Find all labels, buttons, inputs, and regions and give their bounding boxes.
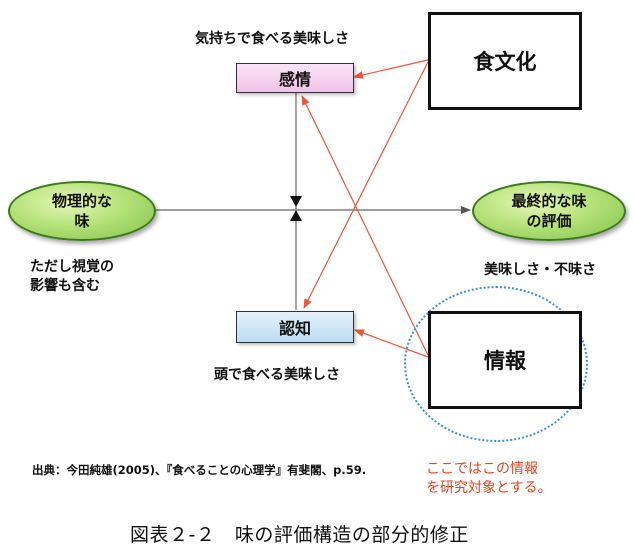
butsuri-note-line2: 影響も含む [30, 277, 100, 294]
highlight-note-line2: を研究対象とする。 [426, 479, 552, 496]
jouhou-box: 情報 [428, 311, 582, 409]
source-citation: 出典：今田純雄(2005)、『食べることの心理学』有斐閣、p.59. [32, 463, 367, 477]
shokubunka-box: 食文化 [428, 12, 582, 110]
kanjou-caption: 気持ちで食べる美味しさ [195, 31, 349, 47]
butsuri-note-line1: ただし視覚の [30, 259, 114, 275]
kanjou-box: 感情 [236, 63, 354, 93]
arrow-shokubunka-to-kanjou [353, 59, 429, 79]
ninchi-label: 認知 [278, 319, 311, 338]
butsuri-note: ただし視覚の 影響も含む [30, 258, 114, 296]
arrow-up-to-center [290, 210, 302, 221]
ninchi-caption: 頭で食べる美味しさ [214, 367, 340, 383]
arrow-jouhou-to-kanjou [301, 95, 429, 356]
saishu-ellipse: 最終的な味 の評価 [472, 181, 626, 241]
saishu-note: 美味しさ・不味さ [484, 262, 596, 278]
arrow-shokubunka-to-ninchi [303, 61, 429, 309]
figure-caption: 図表２-２ 味の評価構造の部分的修正 [130, 524, 469, 546]
highlight-note: ここではこの情報 を研究対象とする。 [426, 460, 552, 498]
shokubunka-label: 食文化 [473, 50, 537, 74]
jouhou-label: 情報 [484, 349, 526, 373]
highlight-dotted-circle [404, 286, 588, 442]
highlight-note-line1: ここではこの情報 [426, 461, 538, 477]
kanjou-label: 感情 [278, 70, 311, 89]
arrow-down-to-center [290, 196, 302, 207]
butsuri-ellipse: 物理的な 味 [8, 181, 156, 241]
saishu-line2: の評価 [526, 212, 572, 230]
ninchi-box: 認知 [236, 311, 354, 343]
saishu-line1: 最終的な味 [511, 191, 587, 210]
butsuri-line1: 物理的な [51, 191, 112, 210]
butsuri-line2: 味 [74, 212, 90, 230]
